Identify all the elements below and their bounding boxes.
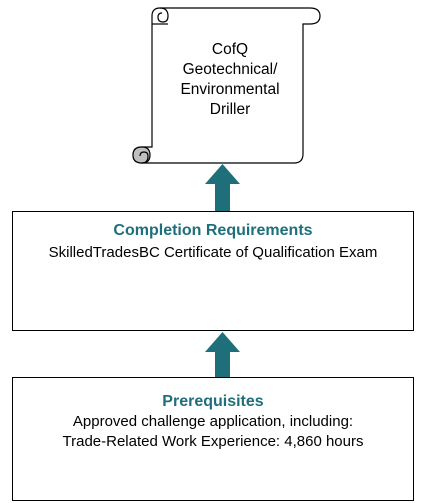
credential-line: Geotechnical/ xyxy=(182,61,278,78)
credential-line: CofQ xyxy=(211,41,249,58)
prerequisite-item: Approved challenge application, includin… xyxy=(72,413,354,430)
credential-scroll-icon xyxy=(132,7,321,164)
completion-requirements-box: Completion Requirements SkilledTradesBC … xyxy=(12,211,414,331)
prerequisites-title: Prerequisites xyxy=(162,393,264,410)
completion-requirements-title: Completion Requirements xyxy=(113,222,313,239)
credential-title: CofQ Geotechnical/ Environmental Driller xyxy=(160,40,300,120)
prerequisite-item: Trade-Related Work Experience: 4,860 hou… xyxy=(62,433,364,450)
up-arrow-icon xyxy=(205,332,240,377)
completion-requirement-item: SkilledTradesBC Certificate of Qualifica… xyxy=(48,244,378,261)
prerequisites-box: Prerequisites Approved challenge applica… xyxy=(12,377,414,501)
credential-line: Driller xyxy=(209,101,251,118)
credential-line: Environmental xyxy=(180,81,280,98)
up-arrow-icon xyxy=(205,164,240,211)
